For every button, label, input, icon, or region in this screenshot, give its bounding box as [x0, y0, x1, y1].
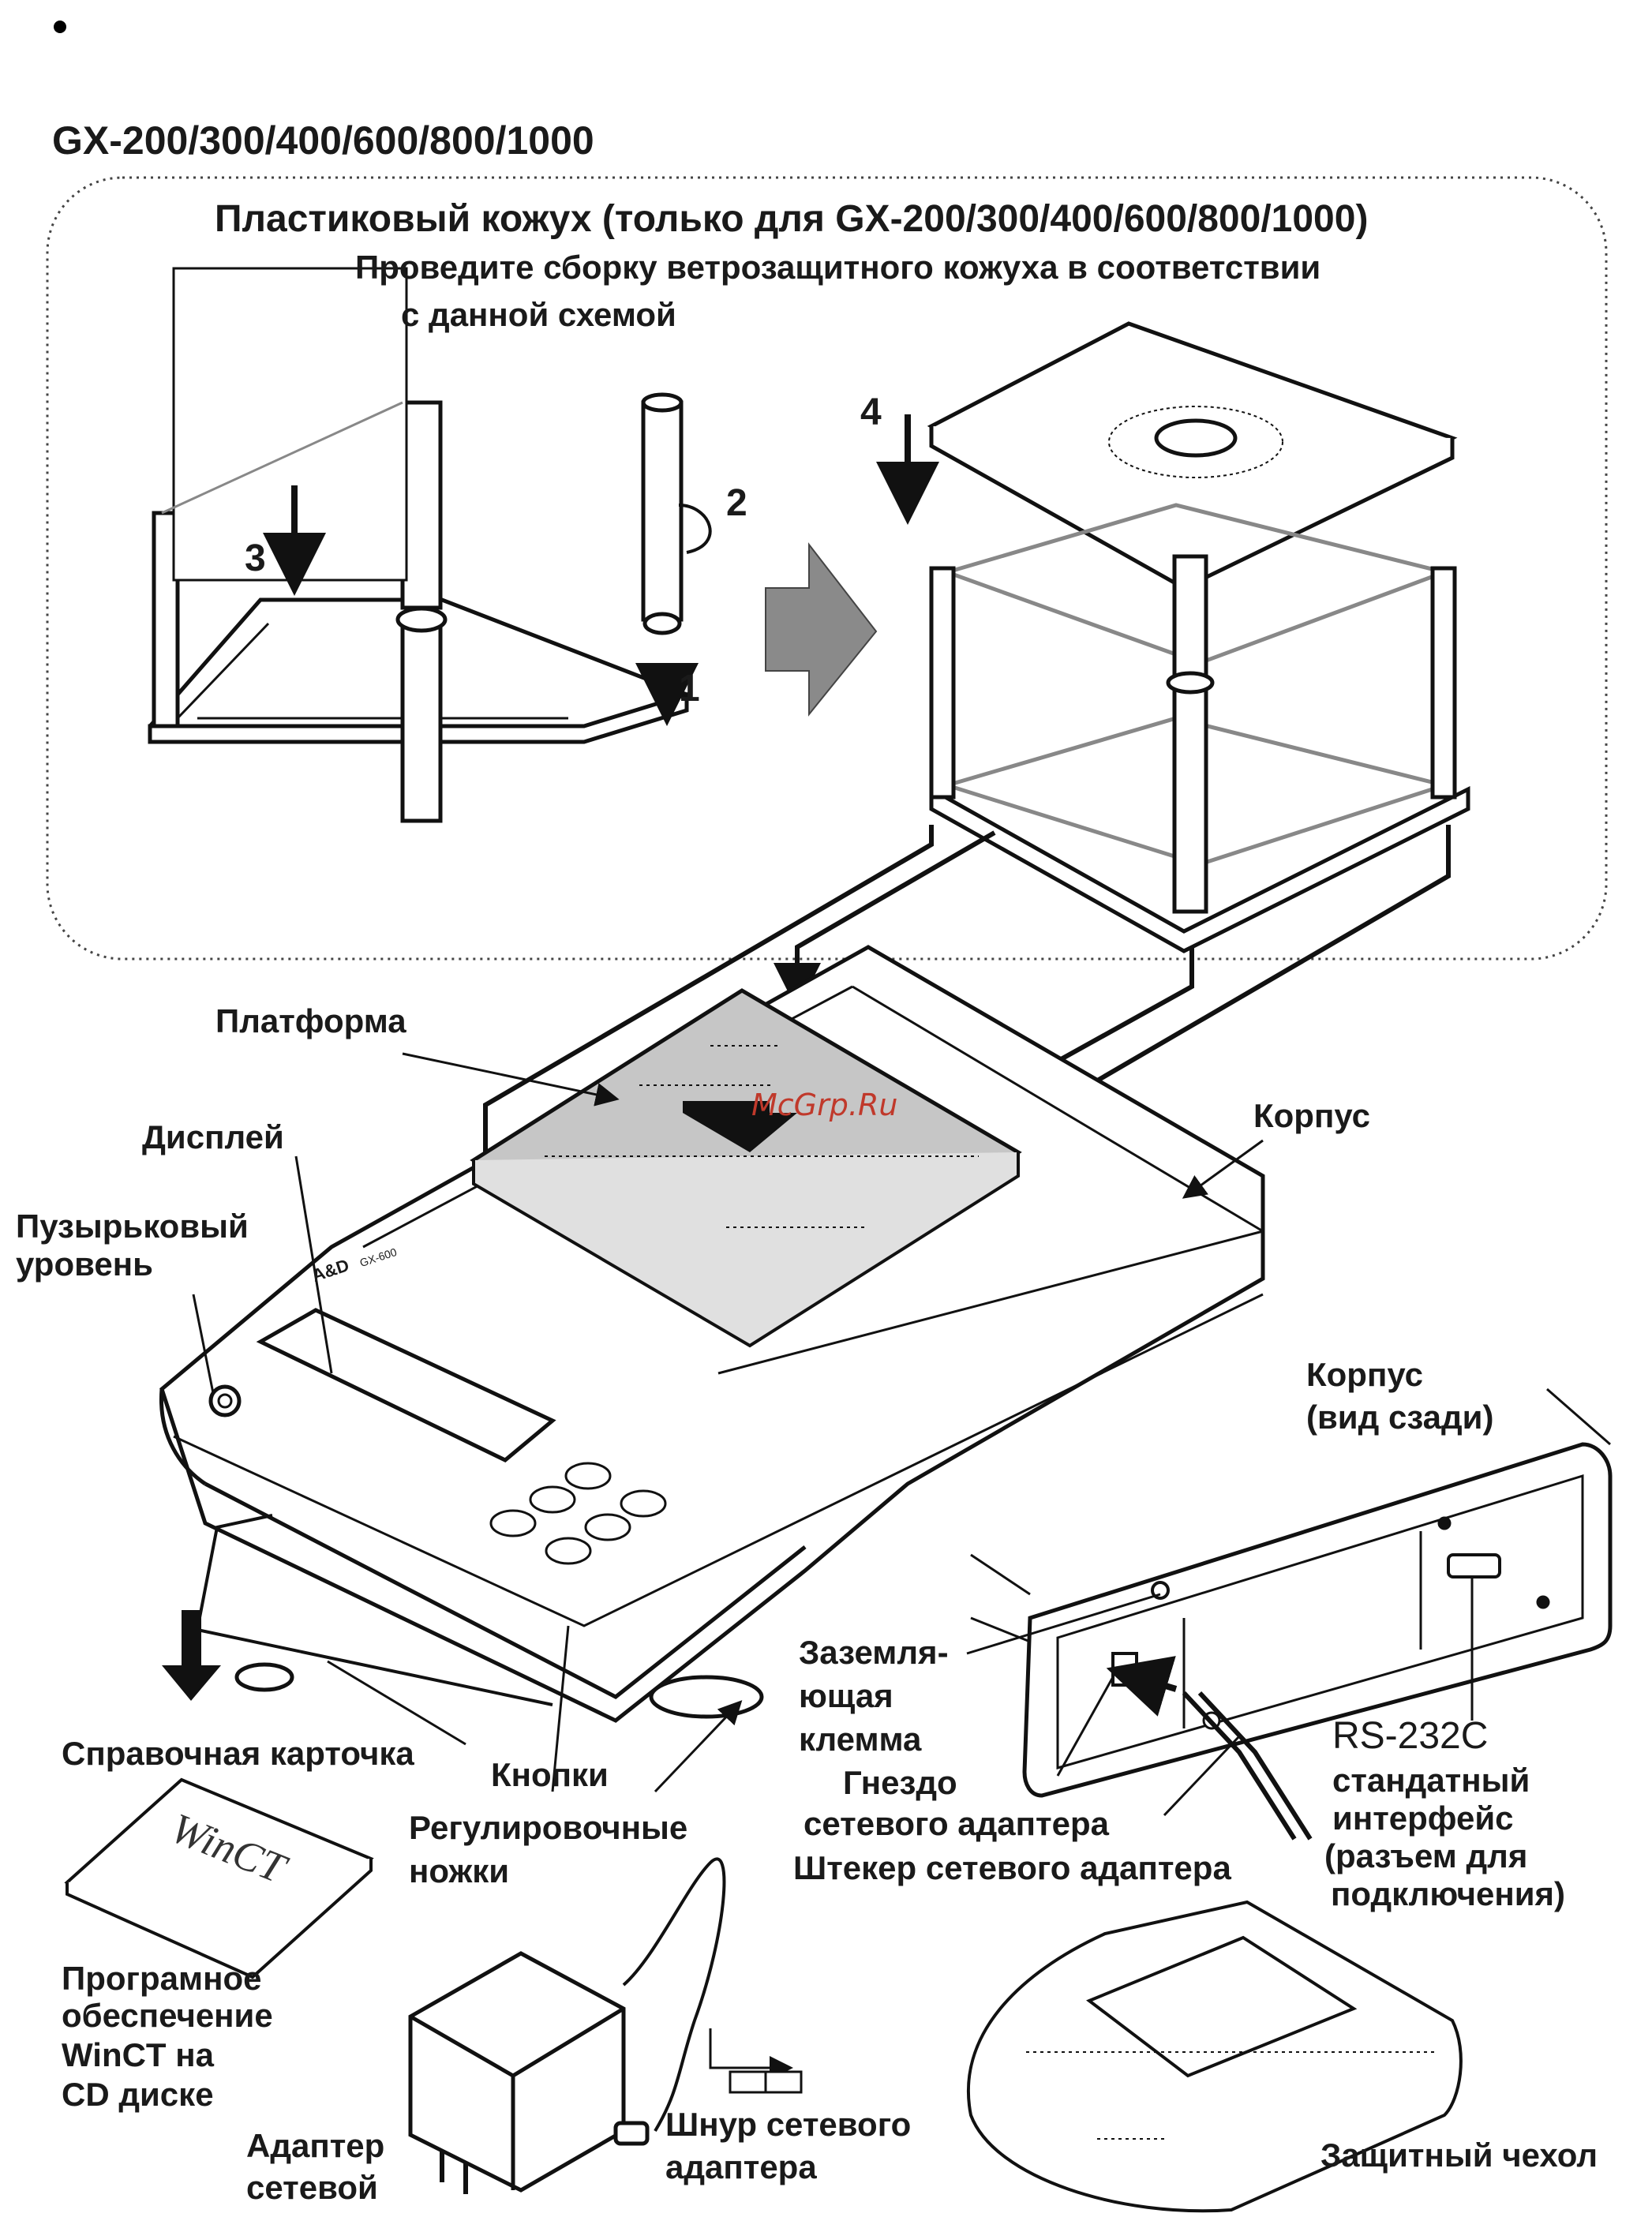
step-1-label: 1 — [679, 668, 700, 710]
adapter-cord-line2: адаптера — [665, 2148, 817, 2185]
tilt-arrow — [162, 1610, 221, 1701]
adapter-socket-line2: сетевого адаптера — [804, 1805, 1109, 1842]
dust-cover-label: Защитный чехол — [1320, 2136, 1598, 2174]
step-4-label: 4 — [860, 391, 882, 433]
model-title: GX-200/300/400/600/800/1000 — [52, 118, 594, 163]
pan-arrow — [683, 1101, 797, 1152]
ac-adapter-line2: сетевой — [246, 2169, 378, 2206]
rs232-line1: стандатный — [1332, 1762, 1530, 1799]
plug-insert-arrow — [1106, 1656, 1178, 1717]
platform-label: Платформа — [215, 1002, 406, 1039]
watermark: McGrp.Ru — [751, 1088, 898, 1122]
ac-adapter-line1: Адаптер — [246, 2127, 385, 2164]
ac-adapter — [408, 1857, 803, 2194]
leader-lines — [192, 1052, 1474, 2080]
rs232-line3: (разъем для — [1324, 1837, 1528, 1874]
feet-label-line1: Регулировочные — [409, 1809, 688, 1846]
assembly-instruction-line1: Проведите сборку ветрозащитного кожуха в… — [355, 249, 1321, 286]
display-label: Дисплей — [142, 1118, 284, 1155]
software-line3: WinCT на — [62, 2036, 214, 2073]
adapter-plug-label: Штекер сетевого адаптера — [793, 1849, 1231, 1886]
rs232-line2: интерфейс — [1332, 1799, 1514, 1837]
assembly-panel-frame — [46, 176, 1608, 961]
keys-label: Кнопки — [491, 1756, 609, 1793]
bubble-level-label: Пузырьковый уровень — [16, 1208, 249, 1283]
software-line2: обеспечение — [62, 1997, 273, 2034]
ground-terminal-line1: Заземля- — [799, 1634, 949, 1671]
dust-cover — [966, 1900, 1463, 2213]
windshield-assembled — [927, 321, 1470, 953]
ground-terminal-line3: клемма — [799, 1721, 922, 1758]
balance-body — [159, 945, 1265, 1723]
body-rear-label-line2: (вид сзади) — [1306, 1399, 1494, 1436]
windshield-partial — [148, 267, 712, 823]
step-2-label: 2 — [726, 482, 747, 524]
body-label: Корпус — [1253, 1097, 1370, 1134]
cd-software — [64, 1777, 374, 1979]
rs232-line4: подключения) — [1331, 1875, 1566, 1912]
assembly-panel-title: Пластиковый кожух (только для GX-200/300… — [215, 198, 1369, 240]
adapter-cord-line1: Шнур сетевого — [665, 2106, 912, 2143]
feet-label-line2: ножки — [409, 1852, 510, 1889]
step-3-label: 3 — [245, 537, 266, 579]
body-rear-label-line1: Корпус — [1306, 1356, 1423, 1393]
software-line4: CD диске — [62, 2076, 214, 2113]
transition-arrow — [765, 542, 878, 717]
rs232-title: RS-232C — [1332, 1715, 1489, 1757]
bullet-point — [54, 21, 66, 33]
reference-card-label: Справочная карточка — [62, 1735, 414, 1772]
adapter-socket-line1: Гнездо — [843, 1764, 957, 1801]
ground-terminal-line2: ющая — [799, 1677, 893, 1714]
software-line1: Програмное — [62, 1960, 262, 1997]
assembly-instruction-line2: с данной схемой — [401, 296, 676, 333]
